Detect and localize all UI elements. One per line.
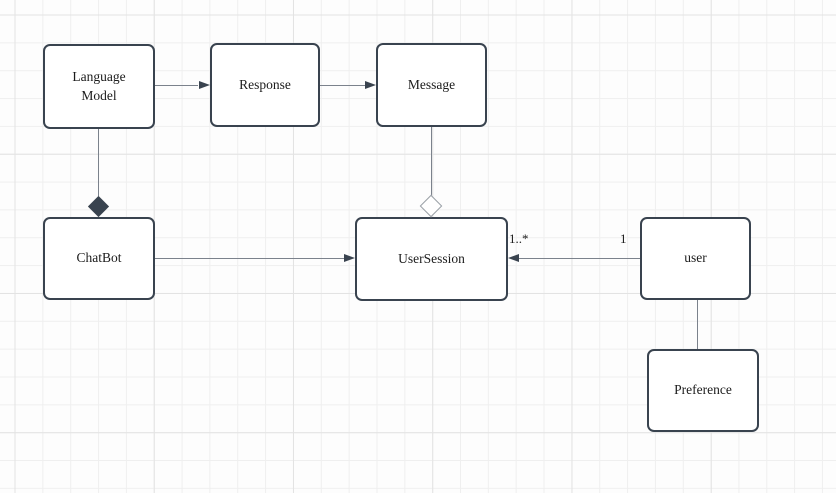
node-message[interactable]: Message (376, 43, 487, 127)
edge-languagemodel-chatbot-line[interactable] (98, 129, 99, 196)
edge-response-message-line[interactable] (320, 85, 365, 86)
node-response-label: Response (239, 76, 291, 92)
arrowhead-right-icon (365, 81, 376, 89)
node-user[interactable]: user (640, 217, 751, 300)
edge-message-usersession-line[interactable] (431, 127, 432, 196)
node-user-session-label: UserSession (398, 250, 465, 266)
composition-diamond-icon (87, 195, 110, 218)
multiplicity-label-target[interactable]: 1..* (509, 231, 529, 246)
multiplicity-label-source[interactable]: 1 (620, 231, 627, 246)
edge-user-usersession-line[interactable] (519, 258, 640, 259)
node-chatbot[interactable]: ChatBot (43, 217, 155, 300)
aggregation-diamond-icon (419, 194, 443, 218)
node-chatbot-label: ChatBot (76, 250, 122, 266)
edge-languagemodel-response-line[interactable] (155, 85, 198, 86)
node-language-model-label: Language Model (72, 69, 126, 103)
node-language-model[interactable]: Language Model (43, 44, 155, 129)
node-preference[interactable]: Preference (647, 349, 759, 432)
edge-user-preference-line[interactable] (697, 300, 698, 349)
arrowhead-right-icon (344, 254, 355, 262)
arrowhead-right-icon (199, 81, 210, 89)
node-preference-label: Preference (674, 382, 732, 398)
node-user-label: user (684, 250, 707, 266)
node-message-label: Message (407, 76, 456, 92)
node-user-session[interactable]: UserSession (355, 217, 508, 301)
arrowhead-left-icon (508, 254, 519, 262)
node-response[interactable]: Response (210, 43, 320, 127)
edge-chatbot-usersession-line[interactable] (155, 258, 344, 259)
